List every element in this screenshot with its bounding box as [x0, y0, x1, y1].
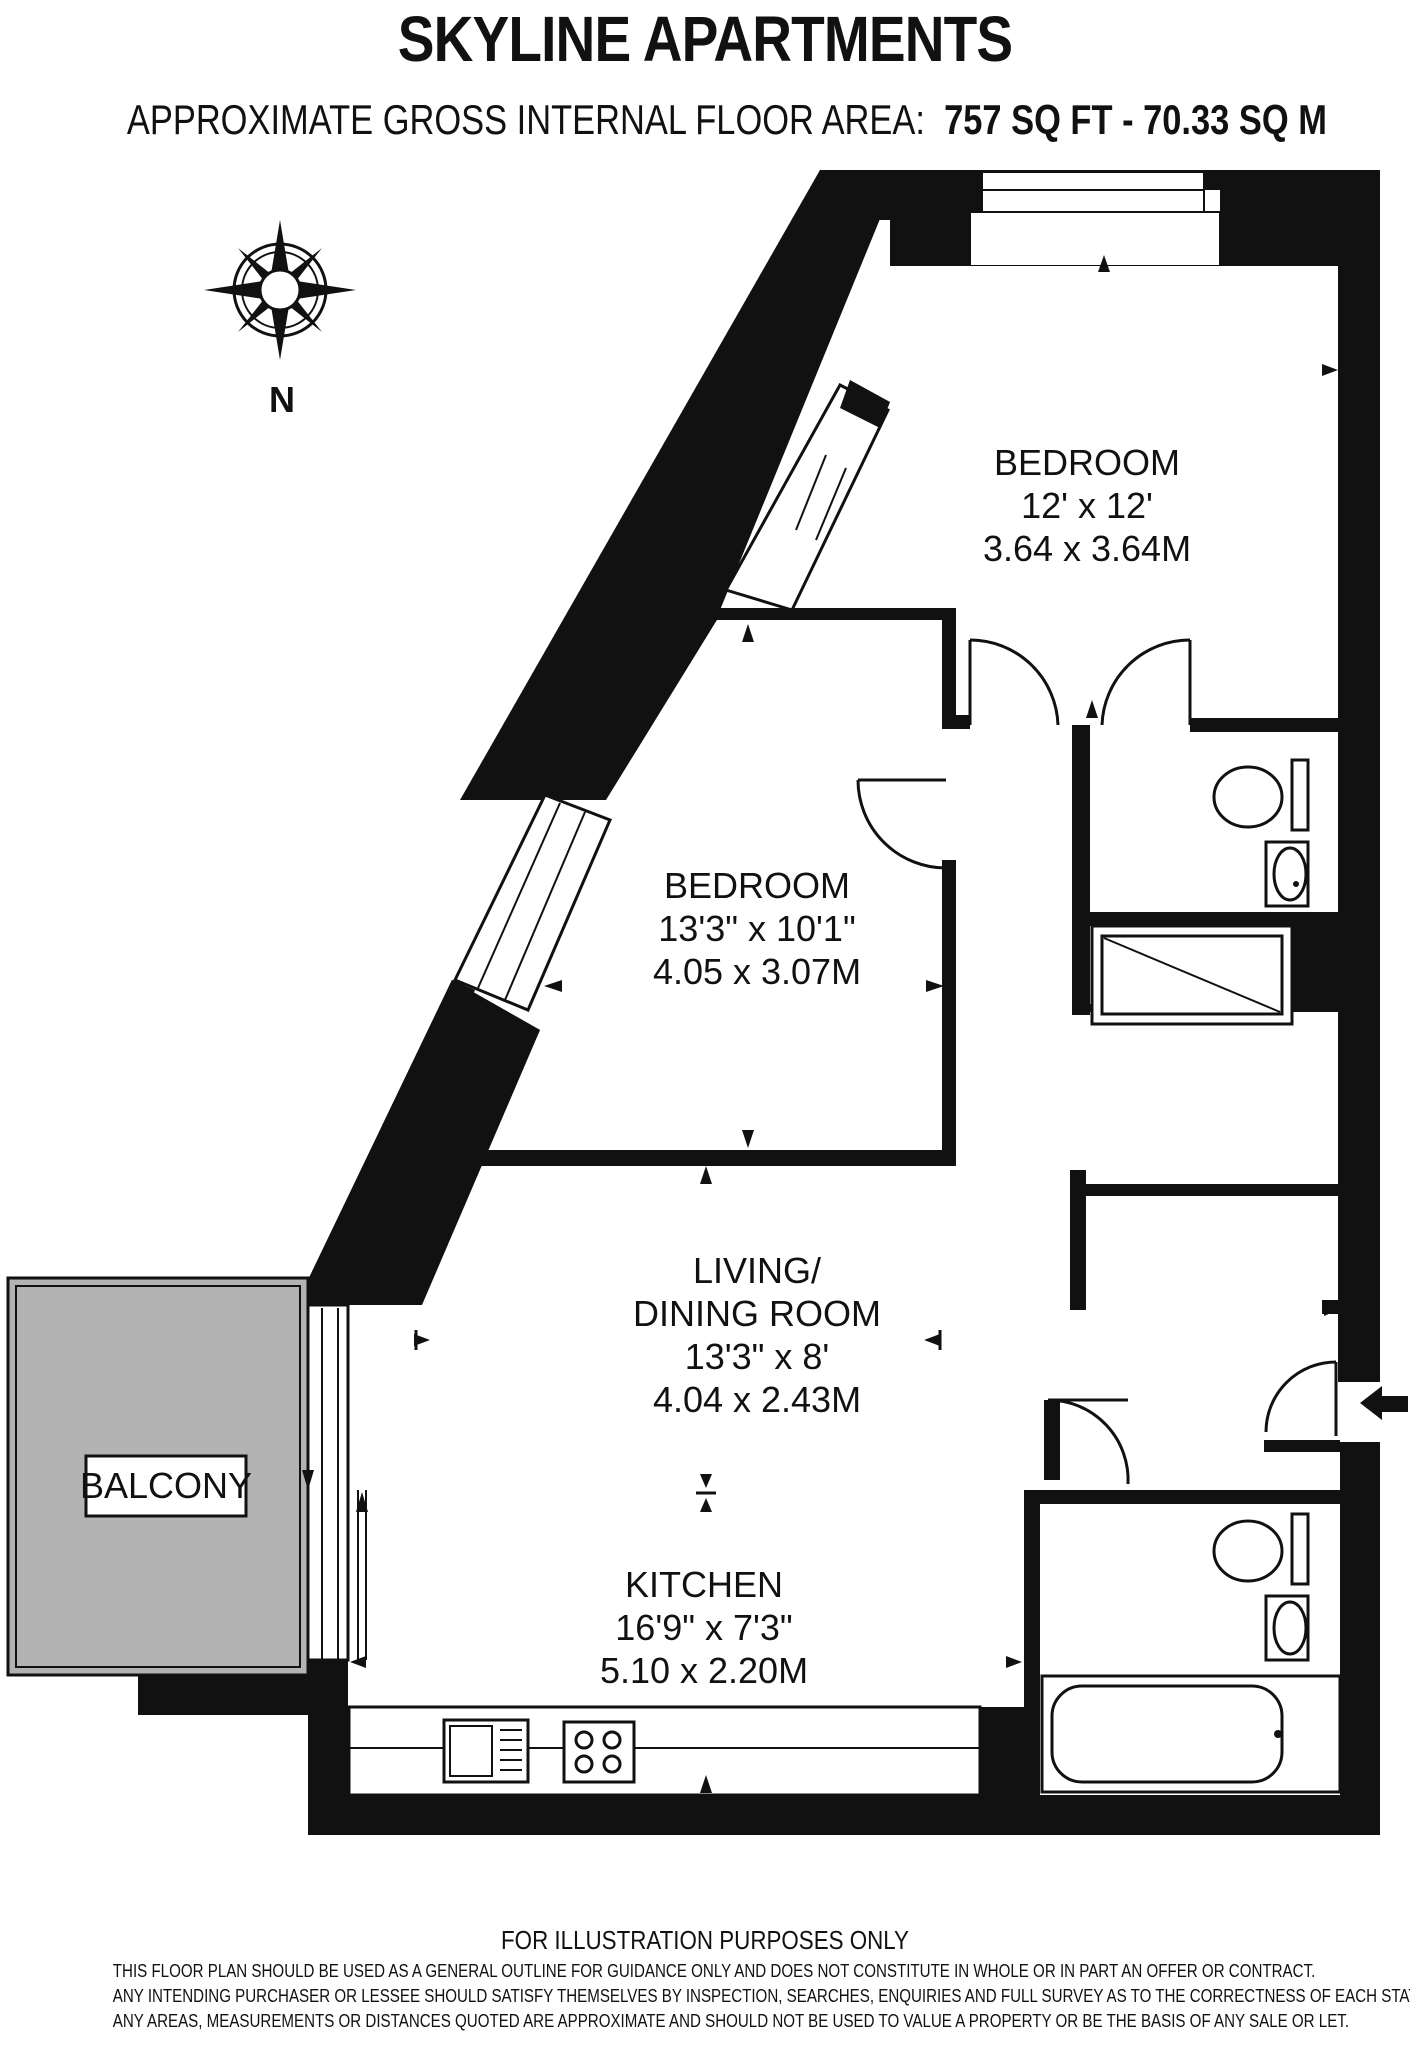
living-metric: 4.04 x 2.43M	[653, 1379, 861, 1420]
kitchen-imperial: 16'9" x 7'3"	[615, 1607, 792, 1648]
bedroom-1-imperial: 12' x 12'	[1021, 485, 1153, 526]
compass-north-label: N	[269, 379, 295, 420]
illustration-note: FOR ILLUSTRATION PURPOSES ONLY	[501, 1925, 909, 1955]
bedroom-1-metric: 3.64 x 3.64M	[983, 528, 1191, 569]
bedroom-2-imperial: 13'3" x 10'1"	[658, 908, 855, 949]
bedroom-1-name: BEDROOM	[994, 442, 1180, 483]
living-imperial: 13'3" x 8'	[685, 1336, 830, 1377]
compass-rose-icon	[204, 220, 356, 360]
wardrobe-upper	[723, 380, 890, 612]
kitchen-name: KITCHEN	[625, 1564, 783, 1605]
page-title: SKYLINE APARTMENTS	[397, 3, 1013, 75]
disclaimer-line-3: ANY AREAS, MEASUREMENTS OR DISTANCES QUO…	[112, 2011, 1350, 2031]
doors	[856, 638, 1338, 1485]
dimension-markers	[350, 255, 1338, 1793]
living-name-line1: LIVING/	[693, 1250, 821, 1291]
toilet-icon	[1293, 881, 1299, 887]
hob-icon	[562, 1720, 636, 1784]
top-window	[969, 171, 1221, 267]
balcony-sliding-door	[302, 1303, 368, 1662]
floor-area-label: APPROXIMATE GROSS INTERNAL FLOOR AREA:	[126, 96, 925, 143]
disclaimer-line-1: THIS FLOOR PLAN SHOULD BE USED AS A GENE…	[112, 1961, 1316, 1981]
floor-area-line: APPROXIMATE GROSS INTERNAL FLOOR AREA: 7…	[126, 96, 1327, 144]
floor-area-value: 757 SQ FT - 70.33 SQ M	[944, 96, 1327, 143]
interior-walls	[348, 608, 1340, 1795]
balcony	[6, 1276, 310, 1715]
living-name-line2: DINING ROOM	[633, 1293, 881, 1334]
kitchen-metric: 5.10 x 2.20M	[600, 1650, 808, 1691]
diagonal-window	[452, 793, 612, 1012]
entrance-arrow-icon	[1360, 1386, 1408, 1420]
bedroom-2-metric: 4.05 x 3.07M	[653, 951, 861, 992]
bathroom-fixtures	[1040, 1512, 1342, 1794]
bedroom-2-name: BEDROOM	[664, 865, 850, 906]
ensuite-fixtures	[1090, 758, 1310, 1026]
kitchen-sink-icon	[442, 1718, 530, 1784]
balcony-label: BALCONY	[80, 1465, 252, 1506]
disclaimer-line-2: ANY INTENDING PURCHASER OR LESSEE SHOULD…	[112, 1986, 1410, 2006]
